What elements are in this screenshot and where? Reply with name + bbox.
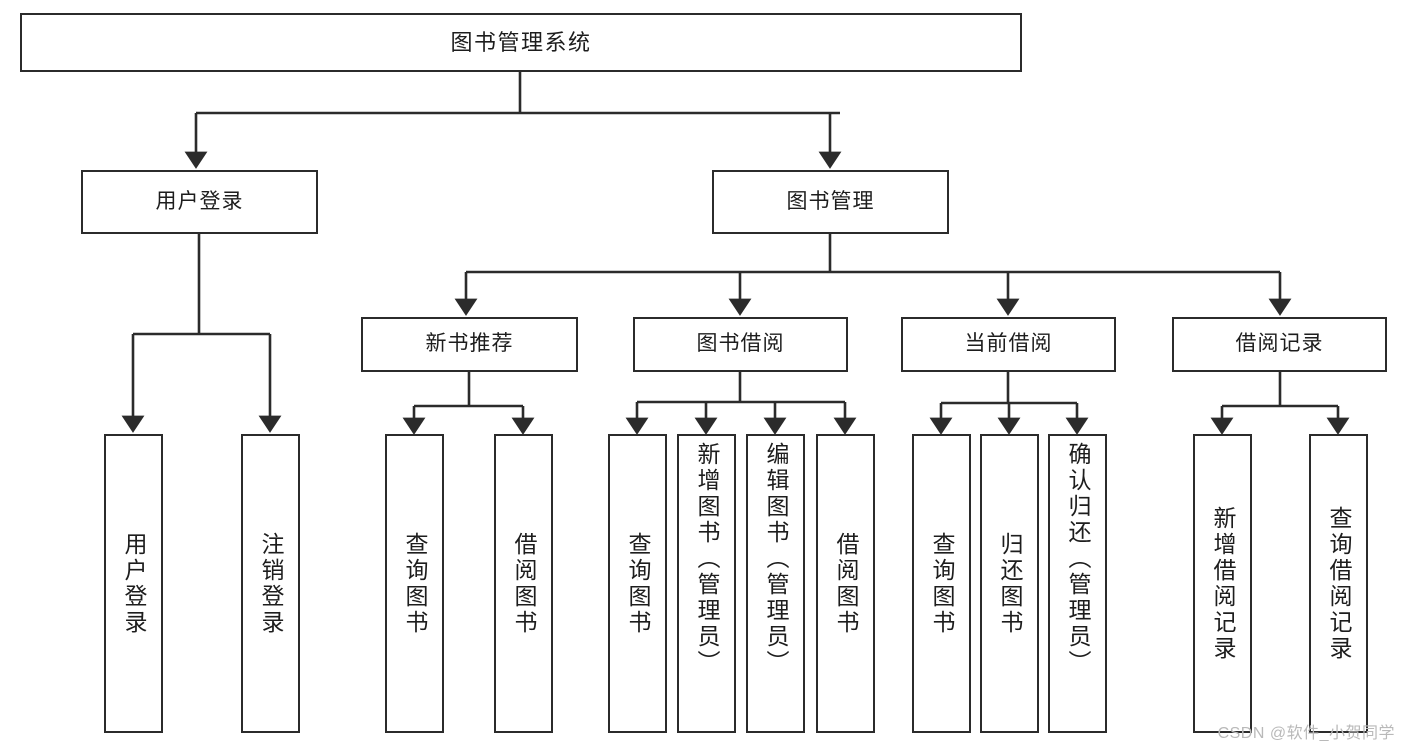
node-label: 借阅记录 bbox=[1235, 332, 1324, 356]
node-label: 新书推荐 bbox=[425, 332, 514, 356]
node-label: 借阅图书 bbox=[511, 531, 537, 636]
node-label: 查询图书 bbox=[929, 531, 955, 636]
node-book-management[interactable]: 图书管理 bbox=[712, 170, 949, 234]
node-label: 图书借阅 bbox=[696, 332, 785, 356]
node-label: 借阅图书 bbox=[833, 531, 859, 636]
leaf-add-borrow-record[interactable]: 新增借阅记录 bbox=[1193, 434, 1252, 733]
leaf-edit-book-admin[interactable]: 编辑图书（管理员） bbox=[746, 434, 805, 733]
node-user-login[interactable]: 用户登录 bbox=[81, 170, 318, 234]
leaf-query-books-current[interactable]: 查询图书 bbox=[912, 434, 971, 733]
leaf-logout[interactable]: 注销登录 bbox=[241, 434, 300, 733]
node-label: 注销登录 bbox=[258, 531, 284, 636]
node-label: 图书管理系统 bbox=[450, 29, 592, 55]
node-borrowing-records[interactable]: 借阅记录 bbox=[1172, 317, 1387, 372]
node-book-borrowing[interactable]: 图书借阅 bbox=[633, 317, 848, 372]
node-label: 新增借阅记录 bbox=[1210, 505, 1236, 662]
leaf-borrow-books-newbook[interactable]: 借阅图书 bbox=[494, 434, 553, 733]
node-label: 查询借阅记录 bbox=[1326, 505, 1352, 662]
leaf-query-books-newbook[interactable]: 查询图书 bbox=[385, 434, 444, 733]
node-label: 查询图书 bbox=[625, 531, 651, 636]
csdn-watermark: CSDN @软件_小贺同学 bbox=[1217, 725, 1395, 742]
node-label: 用户登录 bbox=[121, 531, 147, 636]
node-label: 图书管理 bbox=[786, 189, 875, 213]
node-label: 查询图书 bbox=[402, 531, 428, 636]
leaf-add-book-admin[interactable]: 新增图书（管理员） bbox=[677, 434, 736, 733]
node-current-borrowing[interactable]: 当前借阅 bbox=[901, 317, 1116, 372]
leaf-confirm-return-admin[interactable]: 确认归还（管理员） bbox=[1048, 434, 1107, 733]
node-label: 归还图书 bbox=[997, 531, 1023, 636]
node-label: 编辑图书（管理员） bbox=[763, 442, 789, 676]
leaf-borrow-books[interactable]: 借阅图书 bbox=[816, 434, 875, 733]
leaf-query-borrow-record[interactable]: 查询借阅记录 bbox=[1309, 434, 1368, 733]
node-label: 用户登录 bbox=[155, 189, 244, 213]
node-new-book-recommendation[interactable]: 新书推荐 bbox=[361, 317, 578, 372]
leaf-query-books-borrow[interactable]: 查询图书 bbox=[608, 434, 667, 733]
leaf-return-books[interactable]: 归还图书 bbox=[980, 434, 1039, 733]
node-label: 当前借阅 bbox=[964, 332, 1053, 356]
node-label: 新增图书（管理员） bbox=[694, 442, 720, 676]
node-root-book-management-system[interactable]: 图书管理系统 bbox=[20, 13, 1022, 72]
leaf-user-login[interactable]: 用户登录 bbox=[104, 434, 163, 733]
node-label: 确认归还（管理员） bbox=[1065, 442, 1091, 676]
